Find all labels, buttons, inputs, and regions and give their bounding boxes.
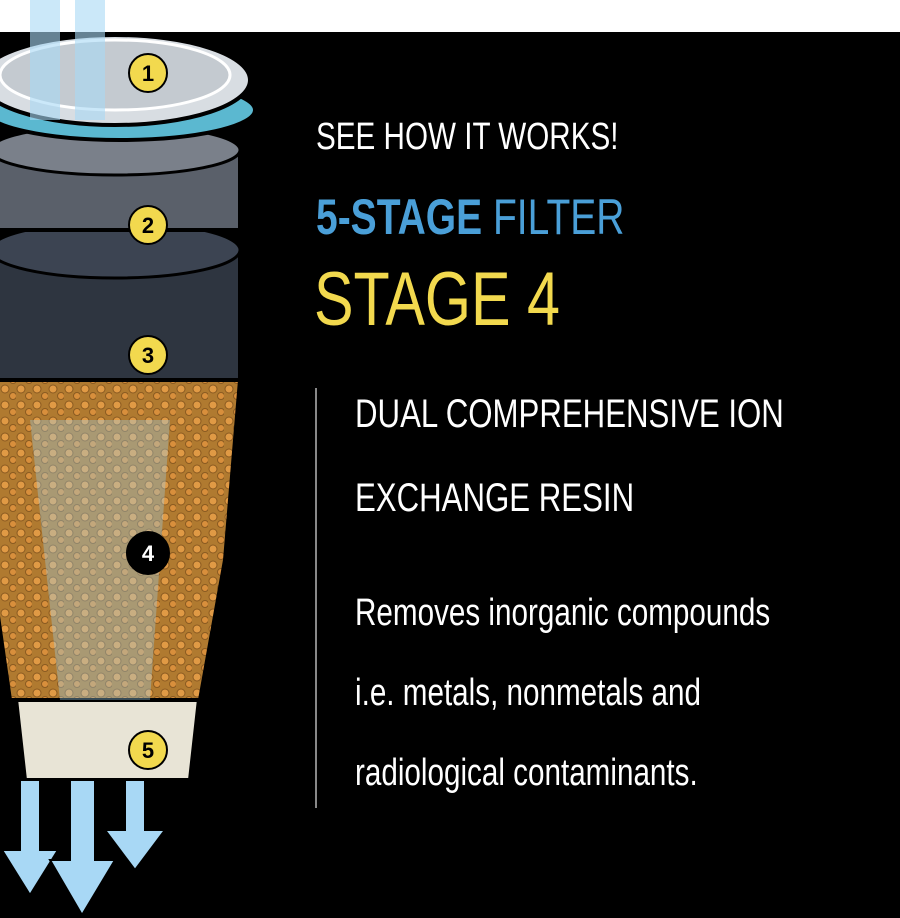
stage-name-line-1: DUAL COMPREHENSIVE ION bbox=[355, 392, 784, 436]
eyebrow-text: SEE HOW IT WORKS! bbox=[316, 116, 619, 158]
svg-text:4: 4 bbox=[142, 541, 155, 566]
svg-text:3: 3 bbox=[142, 343, 154, 368]
outflow-arrows-icon bbox=[0, 779, 167, 917]
svg-text:5: 5 bbox=[142, 738, 154, 763]
filter-illustration: 1 2 3 4 5 bbox=[0, 0, 257, 917]
description-line-3: radiological contaminants. bbox=[355, 752, 698, 794]
description-line-2: i.e. metals, nonmetals and bbox=[355, 672, 701, 714]
svg-text:1: 1 bbox=[142, 61, 154, 86]
top-band bbox=[0, 0, 900, 32]
stage-name-line-2: EXCHANGE RESIN bbox=[355, 476, 635, 520]
svg-text:2: 2 bbox=[142, 213, 154, 238]
stage-5-badge: 5 bbox=[128, 730, 168, 770]
stage-4-badge: 4 bbox=[126, 531, 170, 575]
stage-heading: STAGE 4 bbox=[314, 257, 560, 342]
filter-title-bold: 5-STAGE bbox=[316, 189, 483, 245]
divider-line bbox=[315, 388, 317, 808]
stage-1-badge: 1 bbox=[128, 53, 168, 93]
filter-title: 5-STAGE FILTER bbox=[316, 188, 624, 246]
description-line-1: Removes inorganic compounds bbox=[355, 592, 771, 634]
stage-2-badge: 2 bbox=[128, 205, 168, 245]
filter-title-rest: FILTER bbox=[492, 189, 625, 245]
stage-3-badge: 3 bbox=[128, 335, 168, 375]
stage-5-layer bbox=[12, 688, 203, 782]
